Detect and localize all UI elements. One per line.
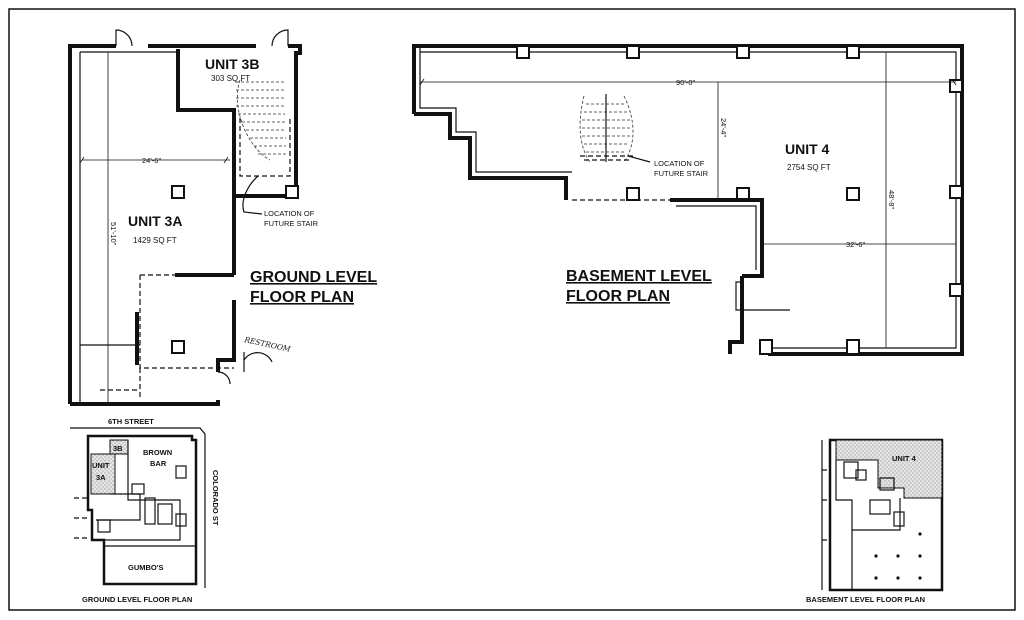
basement-keyplan-caption: BASEMENT LEVEL FLOOR PLAN <box>806 595 925 604</box>
keyplan-unit-4-shade <box>835 439 943 499</box>
keyplan-unit-3a-line2: 3A <box>96 473 106 482</box>
unit-4-area: 2754 SQ FT <box>787 163 831 172</box>
unit-3a-label: UNIT 3A <box>128 213 182 229</box>
basement-stair-note-line1: LOCATION OF <box>654 159 705 168</box>
ground-keyplan-caption: GROUND LEVEL FLOOR PLAN <box>82 595 192 604</box>
basement-lower-width-dimension: 32'-6" <box>846 240 865 249</box>
basement-keyplan-unit-4: UNIT 4 <box>892 454 917 463</box>
sheet-border <box>8 8 1016 611</box>
ground-key-plan <box>70 427 206 588</box>
basement-level-title-line1: BASEMENT LEVEL <box>566 268 712 285</box>
keyplan-brown-bar-line2: BAR <box>150 459 167 468</box>
ground-stair-note-line1: LOCATION OF <box>264 209 315 218</box>
ground-level-plan <box>68 29 302 406</box>
basement-right-height-dimension: 48'-8" <box>887 190 896 209</box>
basement-depth-dimension: 24'-4" <box>719 118 728 137</box>
keyplan-unit-3a-shade <box>90 453 116 495</box>
unit-3b-area: 303 SQ FT <box>211 74 250 83</box>
keyplan-street-north: 6TH STREET <box>108 417 154 426</box>
keyplan-gumbos: GUMBO'S <box>128 563 164 572</box>
keyplan-unit-3b: 3B <box>113 444 123 453</box>
basement-level-title-line2: FLOOR PLAN <box>566 288 670 305</box>
ground-stair-note-line2: FUTURE STAIR <box>264 219 319 228</box>
basement-stair-note-line2: FUTURE STAIR <box>654 169 709 178</box>
keyplan-street-east: COLORADO ST <box>211 470 220 526</box>
ground-length-dimension: 51'-10" <box>109 222 118 246</box>
keyplan-brown-bar-line1: BROWN <box>143 448 172 457</box>
basement-overall-width-dimension: 90'-0" <box>676 78 695 87</box>
restroom-label: RESTROOM <box>243 335 292 354</box>
keyplan-unit-3a-line1: UNIT <box>92 461 110 470</box>
basement-key-plan <box>821 438 944 592</box>
ground-width-dimension: 24'-6" <box>142 156 161 165</box>
basement-level-plan <box>412 44 964 356</box>
ground-level-title-line1: GROUND LEVEL <box>250 269 377 286</box>
unit-3a-area: 1429 SQ FT <box>133 236 177 245</box>
unit-4-label: UNIT 4 <box>785 141 830 157</box>
ground-level-title-line2: FLOOR PLAN <box>250 289 354 306</box>
unit-3b-label: UNIT 3B <box>205 56 259 72</box>
